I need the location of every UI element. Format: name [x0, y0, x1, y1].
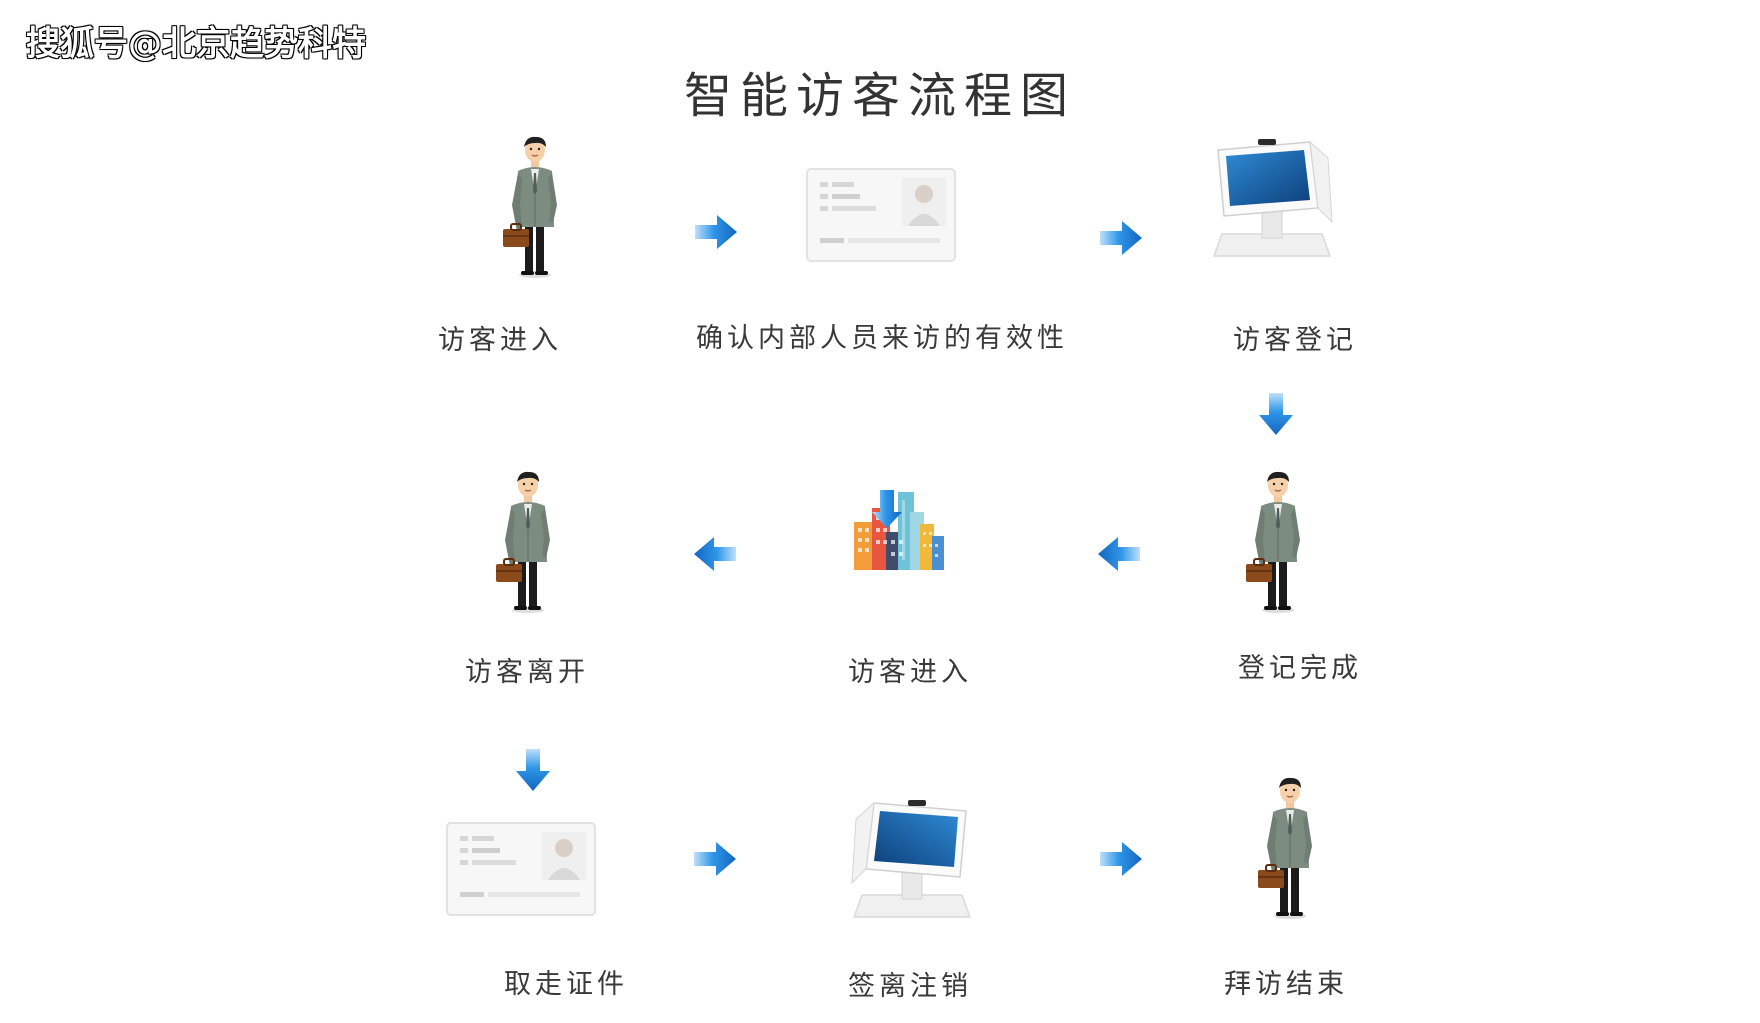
arrow-right-icon	[1100, 217, 1144, 263]
watermark-text: 搜狐号@北京趋势科特	[26, 24, 366, 64]
businessman-icon	[1250, 776, 1330, 926]
step-1-label: 访客进入	[438, 325, 562, 356]
id-card-icon	[446, 822, 598, 918]
arrow-right-icon	[1100, 838, 1144, 884]
businessman-icon	[488, 470, 568, 620]
kiosk-terminal-icon	[848, 786, 974, 936]
arrow-right-icon	[694, 838, 738, 884]
step-8-label: 签离注销	[848, 971, 972, 1002]
businessman-icon	[1238, 470, 1318, 620]
arrow-right-icon	[695, 211, 739, 257]
step-2-label: 确认内部人员来访的有效性	[696, 323, 1068, 354]
kiosk-terminal-icon	[1210, 138, 1336, 262]
arrow-down-icon	[1255, 393, 1297, 441]
step-5-label: 访客进入	[848, 657, 972, 688]
step-7-label: 取走证件	[504, 969, 628, 1000]
step-3-label: 访客登记	[1233, 325, 1357, 356]
step-4-label: 登记完成	[1238, 653, 1362, 684]
step-9-label: 拜访结束	[1224, 969, 1348, 1000]
buildings-icon	[850, 488, 946, 574]
businessman-icon	[495, 135, 575, 285]
arrow-left-icon	[692, 533, 736, 579]
arrow-down-icon	[512, 749, 554, 797]
id-card-icon	[806, 168, 958, 264]
arrow-left-icon	[1096, 533, 1140, 579]
diagram-title: 智能访客流程图	[683, 68, 1076, 124]
step-6-label: 访客离开	[465, 657, 589, 688]
